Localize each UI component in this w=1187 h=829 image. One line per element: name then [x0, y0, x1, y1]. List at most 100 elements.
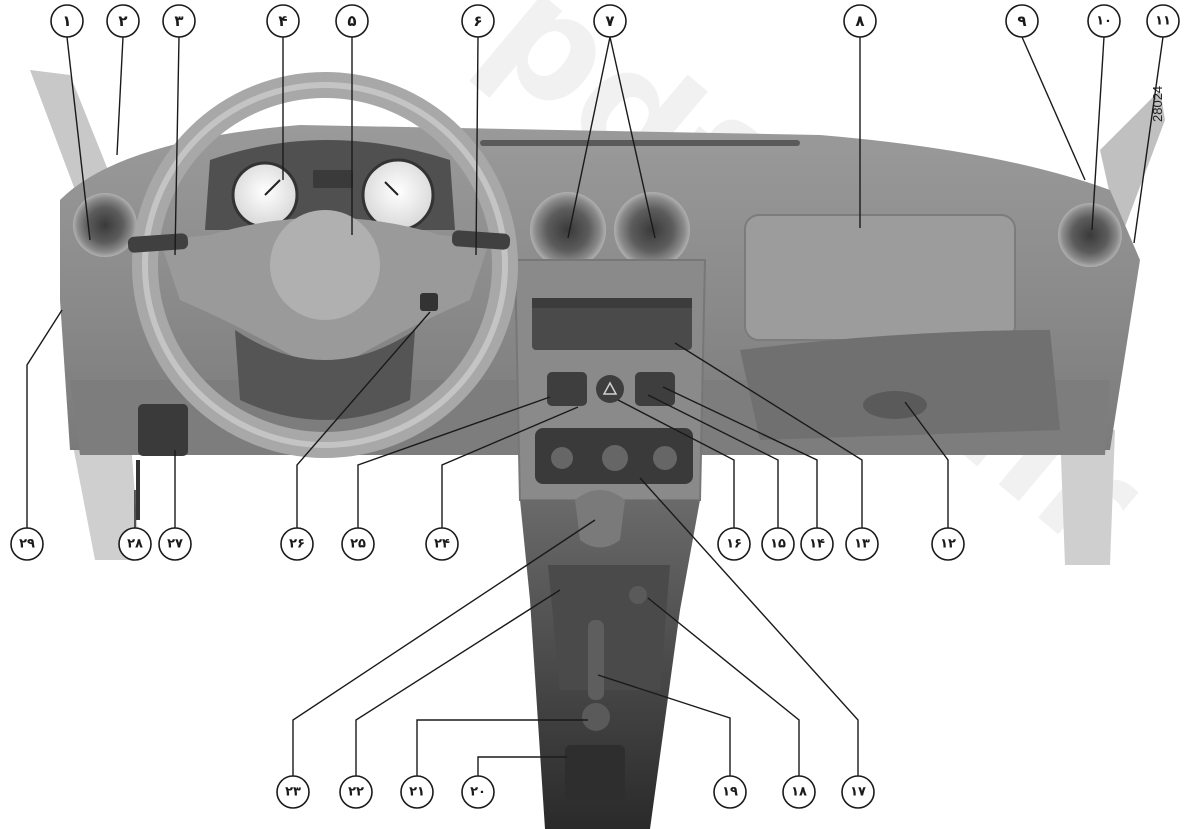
- svg-text:۲۶: ۲۶: [289, 537, 305, 552]
- callout-23: ۲۳: [276, 775, 310, 809]
- lower-left-switch-panel: [138, 404, 188, 456]
- svg-text:۲۴: ۲۴: [434, 537, 450, 552]
- glovebox-handle: [863, 391, 927, 419]
- temperature-knob: [653, 446, 677, 470]
- svg-text:۲۰: ۲۰: [470, 785, 486, 800]
- callout-20: ۲۰: [461, 775, 495, 809]
- callout-7: ۷: [593, 4, 627, 38]
- svg-text:۹: ۹: [1017, 12, 1026, 30]
- callout-11: ۱۱: [1146, 4, 1180, 38]
- callout-25: ۲۵: [341, 527, 375, 561]
- leader-23: [292, 519, 596, 776]
- leader-22: [355, 589, 561, 776]
- svg-text:۲۲: ۲۲: [348, 785, 364, 800]
- console-switch: [582, 703, 610, 731]
- radio-slot-top: [532, 298, 692, 308]
- callout-14: ۱۴: [800, 527, 834, 561]
- leader-25: [357, 396, 551, 528]
- leader-lines: [26, 36, 1164, 776]
- leader-24: [441, 406, 579, 528]
- leader-21: [416, 719, 588, 776]
- leader-13: [674, 342, 863, 528]
- svg-text:۲۸: ۲۸: [127, 537, 143, 552]
- leader-14: [662, 386, 818, 528]
- callout-5: ۵: [335, 4, 369, 38]
- right-door-edge: [1060, 430, 1115, 565]
- svg-text:۸: ۸: [855, 12, 864, 30]
- callout-28: ۲۸: [118, 527, 152, 561]
- svg-text:۱۹: ۱۹: [722, 785, 738, 800]
- leader-2: [116, 36, 124, 156]
- gear-boot: [548, 565, 670, 690]
- rear-console-tray: [565, 745, 625, 800]
- callout-19: ۱۹: [713, 775, 747, 809]
- svg-text:۲۱: ۲۱: [409, 785, 425, 800]
- leader-19: [597, 674, 731, 776]
- svg-text:۱۱: ۱۱: [1155, 14, 1171, 29]
- callout-29: ۲۹: [10, 527, 44, 561]
- leader-17: [639, 477, 859, 776]
- leader-1: [66, 36, 91, 241]
- svg-text:۱۲: ۱۲: [940, 537, 956, 552]
- leader-26: [296, 311, 431, 528]
- callout-17: ۱۷: [841, 775, 875, 809]
- svg-text:۱۳: ۱۳: [854, 537, 870, 552]
- steering-hub-airbag: [270, 210, 380, 320]
- callout-1: ۱: [50, 4, 84, 38]
- hazard-triangle-icon: [602, 381, 618, 395]
- cigarette-lighter: [629, 586, 647, 604]
- callout-10: ۱۰: [1087, 4, 1121, 38]
- leader-15: [647, 394, 779, 528]
- steering-column-shadow: [235, 330, 415, 420]
- svg-text:۴: ۴: [278, 12, 287, 30]
- callout-21: ۲۱: [400, 775, 434, 809]
- leader-18: [647, 597, 800, 776]
- left-door-edge: [70, 430, 140, 560]
- handbrake-lever: [588, 620, 604, 700]
- svg-text:۷: ۷: [605, 12, 614, 30]
- svg-text:۲۵: ۲۵: [350, 537, 366, 552]
- callout-9: ۹: [1005, 4, 1039, 38]
- switch-pair-left: [547, 372, 587, 406]
- leader-9: [1021, 36, 1086, 181]
- callout-16: ۱۶: [717, 527, 751, 561]
- leader-7a: [567, 36, 611, 239]
- leader-11: [1133, 36, 1164, 244]
- svg-text:۱۵: ۱۵: [770, 537, 786, 552]
- svg-text:۲۷: ۲۷: [167, 537, 183, 552]
- leader-12: [904, 401, 949, 528]
- passenger-airbag-panel: [744, 214, 1016, 341]
- svg-text:۲۹: ۲۹: [19, 537, 35, 552]
- reference-code: 28024: [1150, 86, 1165, 122]
- left-stalk: [127, 233, 189, 253]
- cluster-display: [313, 170, 353, 188]
- callout-13: ۱۳: [845, 527, 879, 561]
- svg-text:۱۰: ۱۰: [1096, 14, 1112, 29]
- svg-text:۱۸: ۱۸: [791, 785, 807, 800]
- callout-22: ۲۲: [339, 775, 373, 809]
- leader-29: [26, 309, 63, 528]
- svg-text:۶: ۶: [473, 12, 482, 30]
- gear-knob: [575, 490, 625, 548]
- leader-3: [174, 36, 180, 256]
- svg-text:۳: ۳: [174, 12, 183, 30]
- svg-text:۱۶: ۱۶: [726, 537, 742, 552]
- radio-slot: [532, 298, 692, 350]
- defroster-vent: [480, 140, 800, 146]
- callout-24: ۲۴: [425, 527, 459, 561]
- right-side-vent: [1058, 203, 1122, 267]
- callout-27: ۲۷: [158, 527, 192, 561]
- steering-wheel-rim-highlight: [142, 82, 508, 448]
- callout-4: ۴: [266, 4, 300, 38]
- left-side-vent: [73, 193, 137, 257]
- callout-12: ۱۲: [931, 527, 965, 561]
- callout-6: ۶: [461, 4, 495, 38]
- svg-text:۲: ۲: [118, 12, 127, 30]
- leader-6: [475, 36, 479, 256]
- leader-7b: [609, 36, 656, 239]
- horn-switch: [420, 293, 438, 311]
- right-a-pillar: [1100, 90, 1165, 240]
- leader-16: [617, 399, 735, 528]
